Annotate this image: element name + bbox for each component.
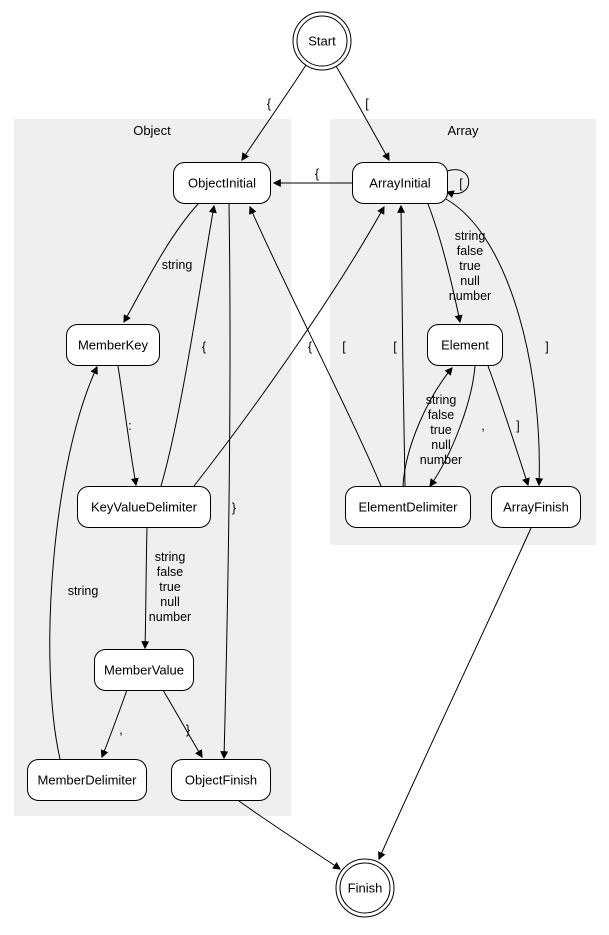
node-label-objectinitial: ObjectInitial <box>188 176 256 191</box>
node-label-start: Start <box>308 34 336 49</box>
edge-label-membervalue-memberdelimiter: , <box>119 723 122 737</box>
edge-label-element-elementdelimiter: , <box>481 419 484 433</box>
node-label-arrayinitial: ArrayInitial <box>369 176 431 191</box>
edge-label-keyvaluedelimiter-arrayinitial: [ <box>342 340 346 354</box>
edge-label-arrayinitial-element: string <box>455 229 486 243</box>
edge-element-arrayfinish <box>487 365 530 487</box>
edge-keyvaluedelimiter-objectinitial <box>160 204 217 487</box>
node-finish: Finish <box>335 858 395 918</box>
node-label-memberkey: MemberKey <box>78 338 149 353</box>
edge-label-element-arrayfinish: ] <box>516 419 519 433</box>
edge-start-objectinitial <box>241 64 307 161</box>
edge-label-arrayinitial-element: true <box>459 259 481 273</box>
node-memberkey: MemberKey <box>66 324 160 366</box>
edge-label-membervalue-objectfinish: } <box>186 723 190 737</box>
edge-memberdelimiter-memberkey <box>49 365 98 760</box>
node-membervalue: MemberValue <box>94 649 194 691</box>
edge-label-memberdelimiter-memberkey: string <box>68 584 99 598</box>
node-label-finish: Finish <box>348 881 383 896</box>
edge-label-keyvaluedelimiter-membervalue: false <box>157 565 183 579</box>
edge-label-elementdelimiter-element: number <box>420 453 462 467</box>
edge-label-objectinitial-objectfinish: } <box>232 501 236 515</box>
cluster-object <box>14 119 291 816</box>
edge-arrayfinish-finish <box>378 527 532 861</box>
edge-label-arrayinitial-element: false <box>457 244 483 258</box>
edge-arrayinitial-element <box>427 203 463 324</box>
edge-label-memberkey-keyvaluedelimiter: : <box>128 419 131 433</box>
node-elementdelimiter: ElementDelimiter <box>345 486 471 528</box>
node-label-memberdelimiter: MemberDelimiter <box>38 773 138 788</box>
edge-label-keyvaluedelimiter-objectinitial: { <box>202 340 206 354</box>
node-memberdelimiter: MemberDelimiter <box>27 759 147 801</box>
edge-membervalue-objectfinish <box>162 689 203 759</box>
node-element: Element <box>427 324 503 366</box>
edge-elementdelimiter-arrayinitial <box>397 204 406 487</box>
edge-label-keyvaluedelimiter-membervalue: null <box>160 595 179 609</box>
edge-label-start-arrayinitial: [ <box>365 97 369 111</box>
edge-label-elementdelimiter-objectinitial: { <box>308 340 312 354</box>
edge-objectfinish-finish <box>238 800 341 870</box>
edge-memberkey-keyvaluedelimiter <box>117 365 139 487</box>
node-label-arrayfinish: ArrayFinish <box>503 500 569 515</box>
node-label-elementdelimiter: ElementDelimiter <box>359 500 459 515</box>
edge-label-keyvaluedelimiter-membervalue: number <box>149 610 191 624</box>
node-label-element: Element <box>441 338 489 353</box>
edge-label-elementdelimiter-element: null <box>431 438 450 452</box>
edge-element-elementdelimiter <box>429 365 476 487</box>
edge-label-elementdelimiter-element: false <box>428 408 454 422</box>
edge-label-arrayinitial-element: null <box>460 274 479 288</box>
edge-keyvaluedelimiter-arrayinitial <box>193 205 385 487</box>
edge-arrayinitial-arrayinitial <box>445 169 470 198</box>
node-label-membervalue: MemberValue <box>104 663 184 678</box>
node-objectinitial: ObjectInitial <box>173 162 271 204</box>
edge-label-keyvaluedelimiter-membervalue: string <box>155 550 186 564</box>
node-label-objectfinish: ObjectFinish <box>185 773 257 788</box>
edge-membervalue-memberdelimiter <box>100 689 128 759</box>
cluster-label-array: Array <box>447 123 479 138</box>
node-keyvaluedelimiter: KeyValueDelimiter <box>77 486 211 528</box>
edge-keyvaluedelimiter-membervalue <box>141 527 150 650</box>
edge-label-elementdelimiter-arrayinitial: [ <box>393 340 397 354</box>
edge-label-arrayinitial-element: number <box>449 289 491 303</box>
edge-objectinitial-objectfinish <box>220 203 231 760</box>
node-arrayfinish: ArrayFinish <box>491 486 581 528</box>
edge-label-objectinitial-memberkey: string <box>162 258 193 272</box>
edge-objectinitial-memberkey <box>123 203 199 324</box>
edge-elementdelimiter-objectinitial <box>249 205 382 487</box>
cluster-label-object: Object <box>133 123 171 138</box>
edge-label-arrayinitial-objectinitial: { <box>315 167 319 181</box>
edge-label-elementdelimiter-element: true <box>430 423 452 437</box>
edge-start-arrayinitial <box>335 65 390 162</box>
edge-label-arrayinitial-arrayfinish: ] <box>545 340 548 354</box>
edge-label-start-objectinitial: { <box>267 97 271 111</box>
edge-arrayinitial-arrayfinish <box>445 198 544 487</box>
node-arrayinitial: ArrayInitial <box>352 162 448 204</box>
node-objectfinish: ObjectFinish <box>171 759 271 801</box>
edge-label-elementdelimiter-element: string <box>426 393 457 407</box>
node-label-keyvaluedelimiter: KeyValueDelimiter <box>91 500 198 515</box>
edge-label-arrayinitial-arrayinitial: [ <box>459 177 463 191</box>
edge-label-keyvaluedelimiter-membervalue: true <box>159 580 181 594</box>
node-start: Start <box>292 11 352 71</box>
